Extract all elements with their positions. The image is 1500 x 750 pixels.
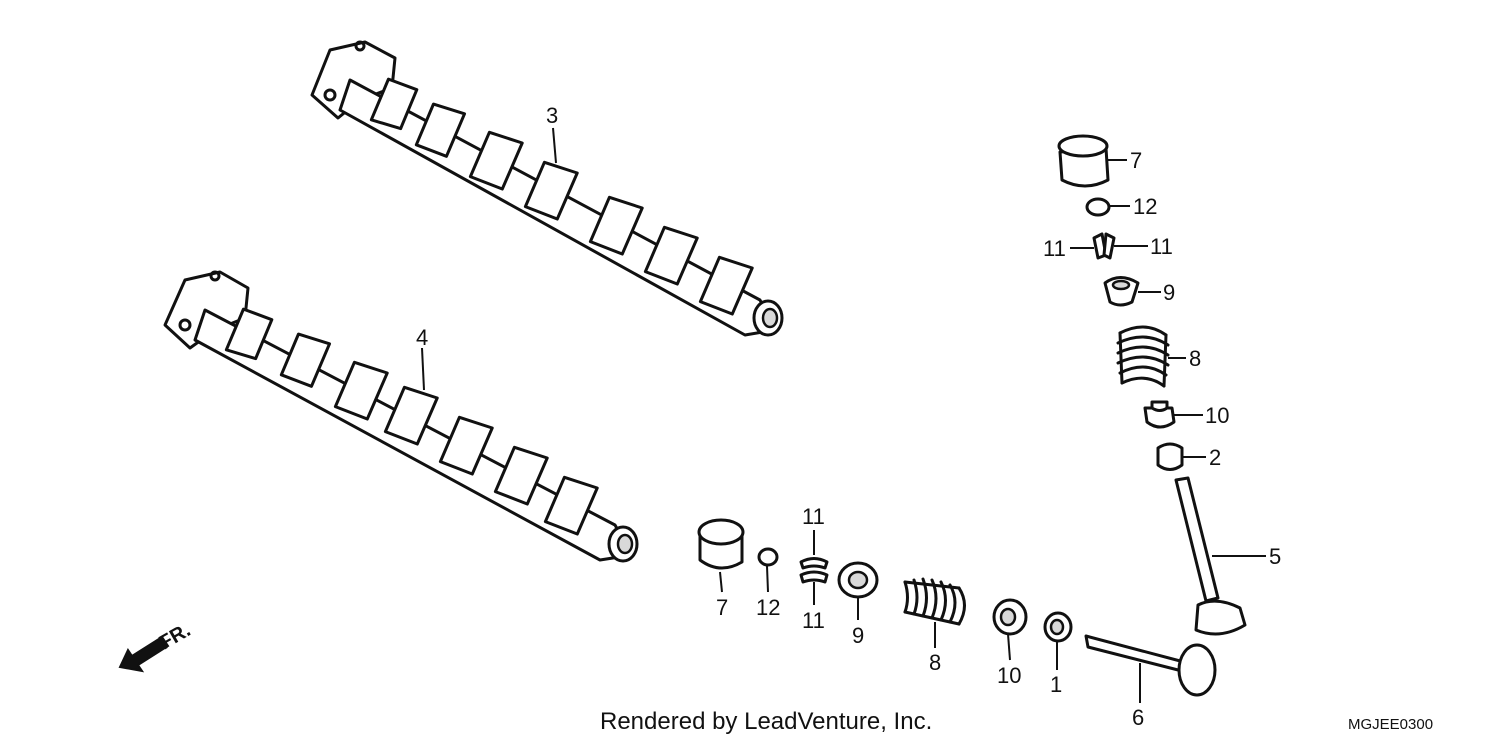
callout-9-right: 9 (1163, 280, 1175, 305)
callout-3: 3 (546, 103, 558, 128)
callout-10-bottom: 10 (997, 663, 1021, 688)
callout-12-right: 12 (1133, 194, 1157, 219)
callout-11-bottom-top: 11 (802, 504, 825, 529)
callout-6: 6 (1132, 705, 1144, 730)
valve-stem-seal-bottom[interactable] (1043, 611, 1073, 643)
camshaft-exhaust[interactable] (163, 270, 639, 563)
spring-seat-bottom[interactable] (992, 598, 1028, 636)
render-credit: Rendered by LeadVenture, Inc. (600, 708, 933, 735)
valve-stem-seal-right[interactable] (1156, 442, 1184, 471)
valve-exhaust[interactable] (1084, 634, 1217, 697)
callout-8-bottom: 8 (929, 650, 941, 675)
valve-lifter-bottom[interactable] (697, 518, 745, 570)
callout-8-right: 8 (1189, 346, 1201, 371)
cotter-bottom[interactable] (799, 557, 829, 584)
cotter-right[interactable] (1092, 232, 1116, 260)
shim-right[interactable] (1085, 197, 1111, 217)
spring-seat-right[interactable] (1143, 400, 1176, 429)
valve-lifter-right[interactable] (1057, 134, 1110, 188)
callout-11-right-left: 11 (1043, 236, 1066, 261)
callout-2: 2 (1209, 445, 1221, 470)
shim-bottom[interactable] (757, 547, 779, 567)
valve-intake[interactable] (1174, 476, 1247, 636)
callout-1: 1 (1050, 672, 1062, 697)
callout-5: 5 (1269, 544, 1281, 569)
callout-7-bottom: 7 (716, 595, 728, 620)
diagram-code: MGJEE0300 (1348, 716, 1434, 733)
spring-retainer-bottom[interactable] (837, 561, 879, 599)
callout-7-right: 7 (1130, 148, 1142, 173)
callout-9-bottom: 9 (852, 623, 864, 648)
camshaft-intake[interactable] (310, 40, 784, 337)
arrow-left-icon (118, 635, 170, 673)
callout-11-bottom-bottom: 11 (802, 608, 825, 633)
callout-labels: 3 4 7 12 11 11 9 8 10 2 5 7 12 11 11 9 8… (416, 103, 1281, 730)
spring-retainer-right[interactable] (1103, 276, 1140, 307)
callout-11-right-right: 11 (1150, 234, 1173, 259)
valve-spring-bottom[interactable] (903, 577, 966, 626)
front-direction-arrow: FR. (118, 619, 194, 673)
callout-12-bottom: 12 (756, 595, 780, 620)
callout-10-right: 10 (1205, 403, 1229, 428)
valve-spring-right[interactable] (1116, 325, 1170, 388)
callout-4: 4 (416, 325, 428, 350)
leader-lines (421, 127, 1266, 703)
